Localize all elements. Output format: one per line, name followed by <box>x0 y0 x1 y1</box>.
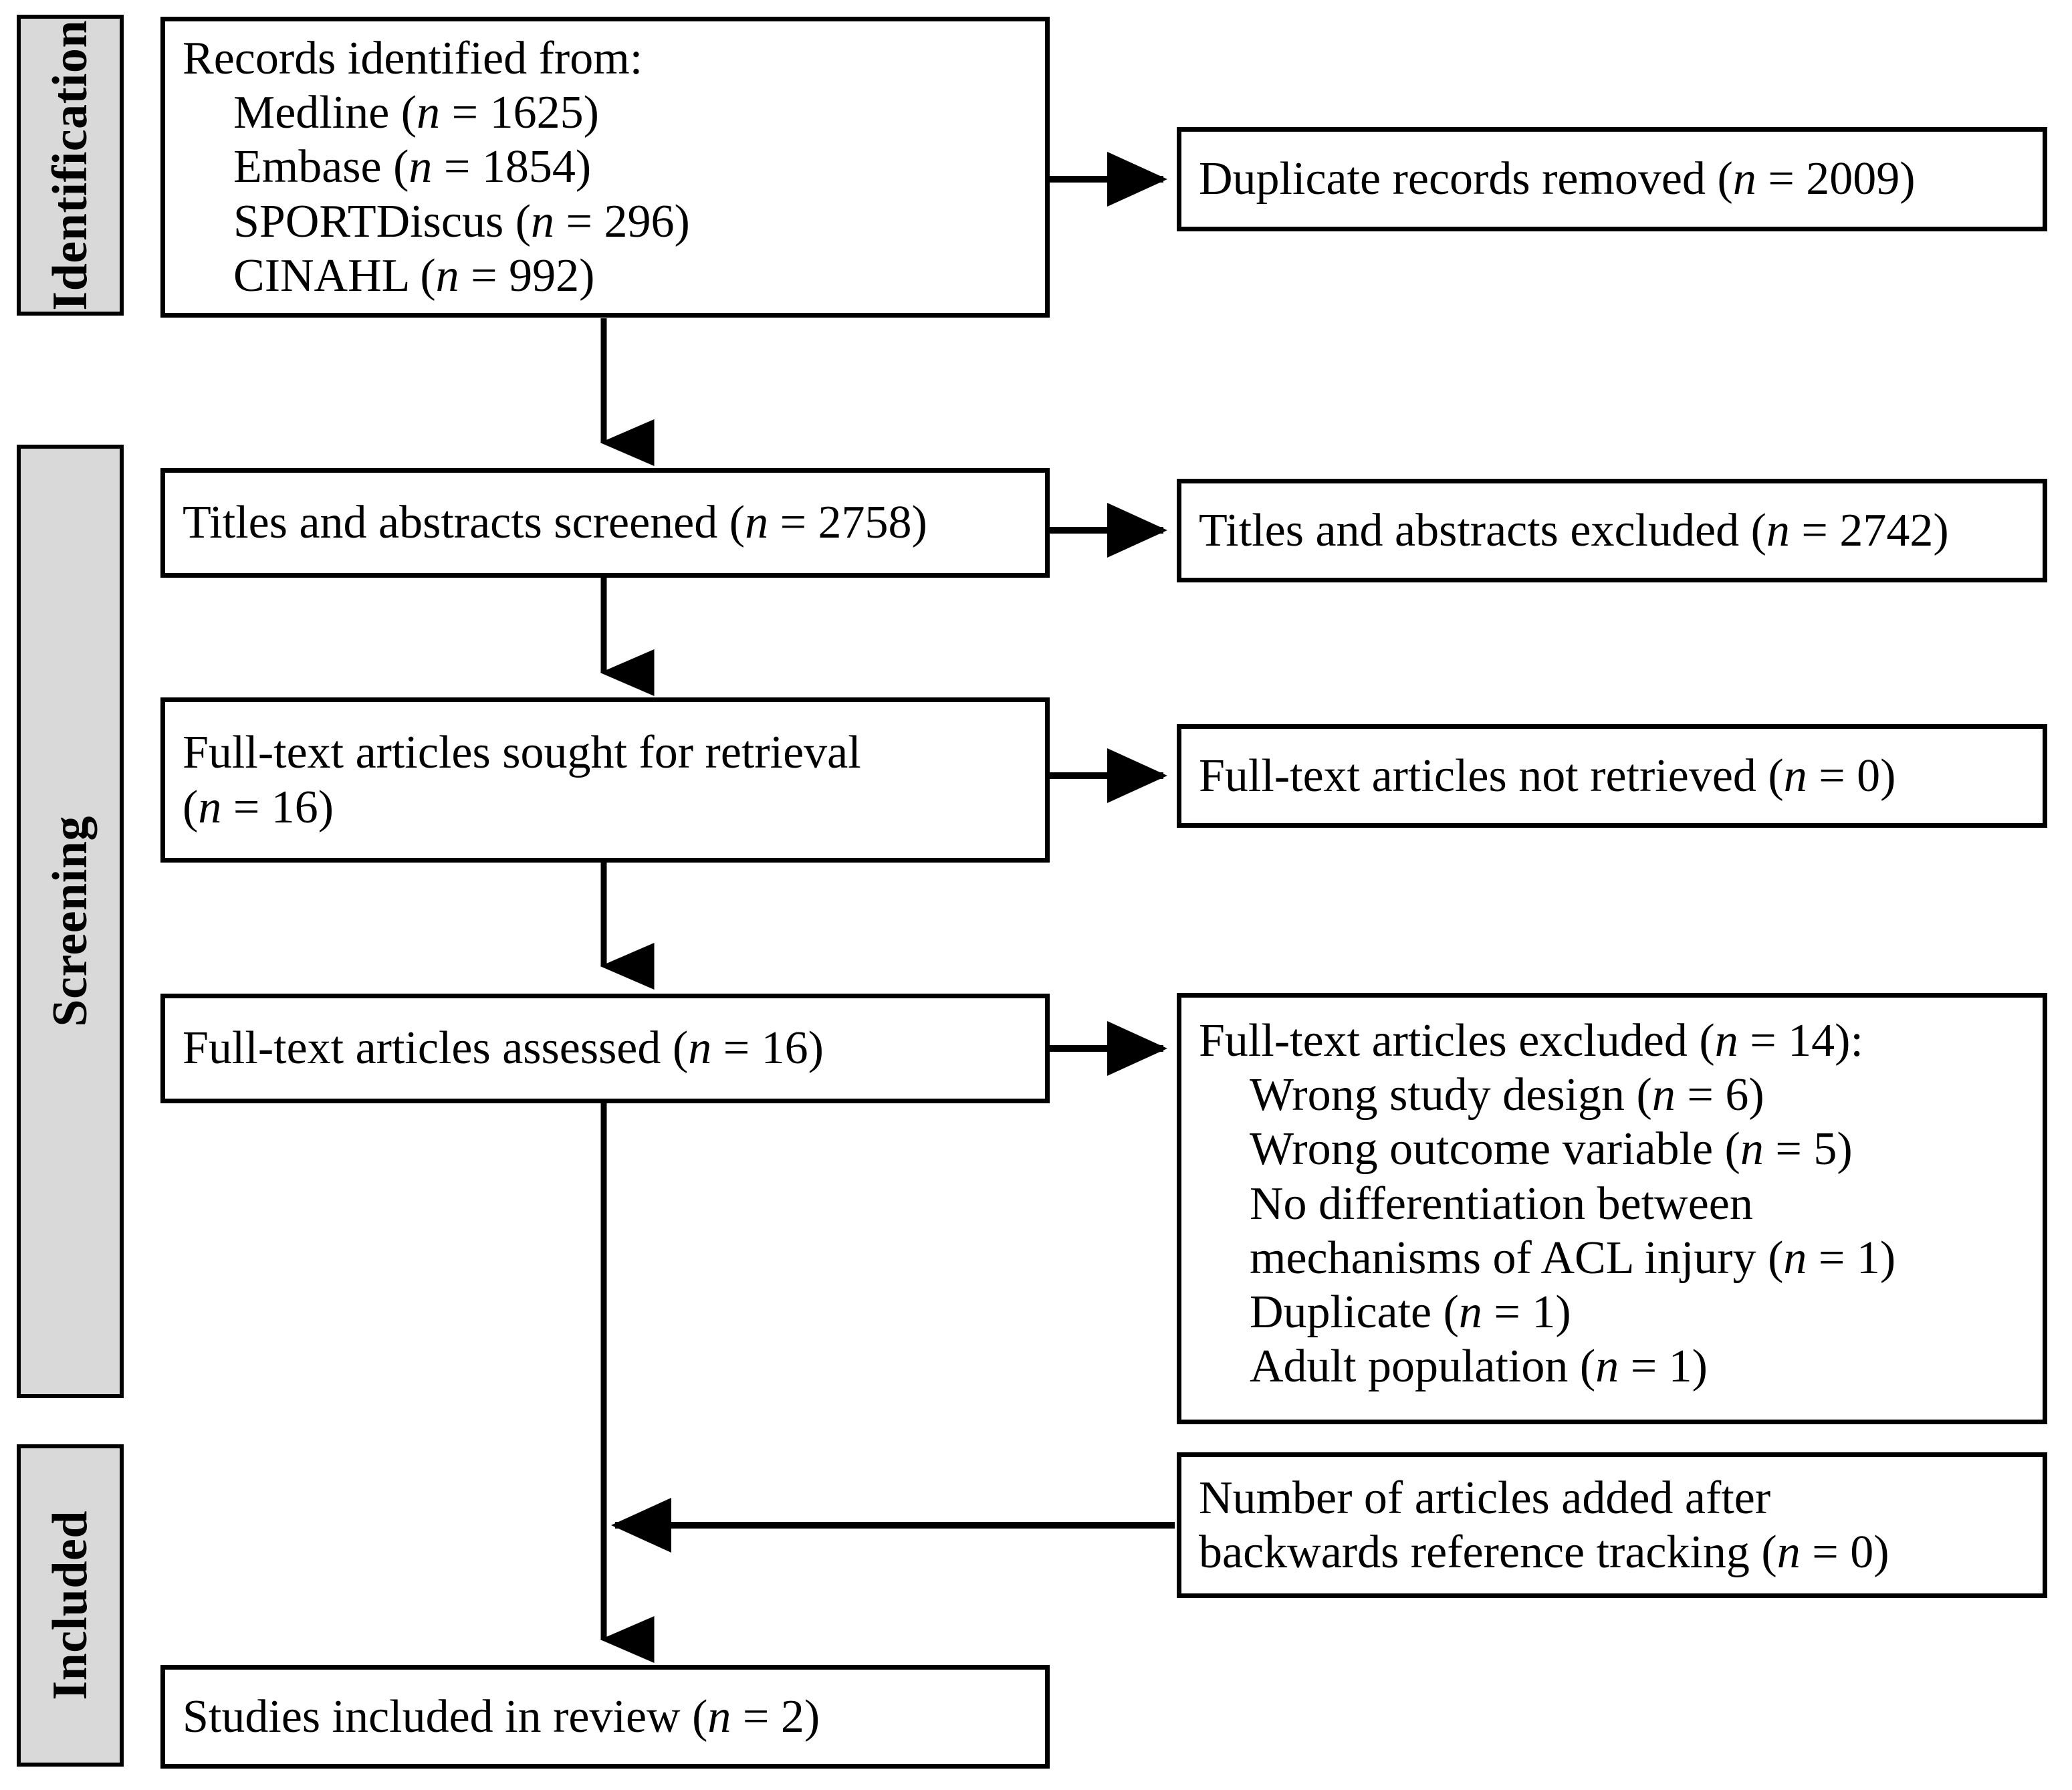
fulltext-excluded-reason-wrong-outcome-variable: Wrong outcome variable (n = 5) <box>1250 1123 1853 1176</box>
box-duplicates-removed: Duplicate records removed (n = 2009) <box>1177 127 2047 231</box>
fulltext-assessed-text: Full-text articles assessed (n = 16) <box>183 1022 824 1075</box>
stage-label-included: Included <box>43 1511 98 1700</box>
titles-excluded-text: Titles and abstracts excluded (n = 2742) <box>1199 504 1949 556</box>
records-source-sportdiscus: SPORTDiscus (n = 296) <box>233 195 690 247</box>
fulltext-excluded-reason-no-differentiation-line1: No differentiation between <box>1250 1178 1753 1230</box>
box-titles-screened: Titles and abstracts screened (n = 2758) <box>160 468 1050 578</box>
records-source-embase: Embase (n = 1854) <box>233 141 592 193</box>
box-studies-included: Studies included in review (n = 2) <box>160 1665 1050 1769</box>
box-records-identified: Records identified from: Medline (n = 16… <box>160 17 1050 318</box>
fulltext-sought-line2: (n = 16) <box>183 781 334 833</box>
backwards-tracking-line2: backwards reference tracking (n = 0) <box>1199 1527 1889 1578</box>
stage-label-screening: Screening <box>43 816 98 1027</box>
records-source-cinahl: CINAHL (n = 992) <box>233 249 595 302</box>
fulltext-sought-line1: Full-text articles sought for retrieval <box>183 727 861 779</box>
box-backwards-tracking: Number of articles added after backwards… <box>1177 1452 2047 1598</box>
records-identified-heading: Records identified from: <box>183 33 643 85</box>
stage-band-screening: Screening <box>17 445 124 1398</box>
studies-included-text: Studies included in review (n = 2) <box>183 1690 820 1743</box>
fulltext-excluded-reason-no-differentiation-line2: mechanisms of ACL injury (n = 1) <box>1250 1232 1896 1284</box>
box-fulltext-excluded: Full-text articles excluded (n = 14): Wr… <box>1177 993 2047 1424</box>
box-fulltext-sought: Full-text articles sought for retrieval … <box>160 697 1050 863</box>
box-fulltext-not-retrieved: Full-text articles not retrieved (n = 0) <box>1177 724 2047 828</box>
titles-screened-text: Titles and abstracts screened (n = 2758) <box>183 497 927 549</box>
fulltext-not-retrieved-text: Full-text articles not retrieved (n = 0) <box>1199 750 1896 802</box>
stage-label-identification: Identification <box>43 19 98 311</box>
fulltext-excluded-reason-adult-population: Adult population (n = 1) <box>1250 1341 1708 1393</box>
fulltext-excluded-reason-wrong-study-design: Wrong study design (n = 6) <box>1250 1069 1764 1121</box>
backwards-tracking-line1: Number of articles added after <box>1199 1472 1771 1524</box>
fulltext-excluded-heading: Full-text articles excluded (n = 14): <box>1199 1015 1863 1067</box>
duplicates-removed-text: Duplicate records removed (n = 2009) <box>1199 153 1916 205</box>
fulltext-excluded-reason-duplicate: Duplicate (n = 1) <box>1250 1286 1571 1338</box>
records-source-medline: Medline (n = 1625) <box>233 87 599 139</box>
box-titles-excluded: Titles and abstracts excluded (n = 2742) <box>1177 479 2047 582</box>
box-fulltext-assessed: Full-text articles assessed (n = 16) <box>160 994 1050 1103</box>
stage-band-included: Included <box>17 1444 124 1767</box>
stage-band-identification: Identification <box>17 15 124 316</box>
